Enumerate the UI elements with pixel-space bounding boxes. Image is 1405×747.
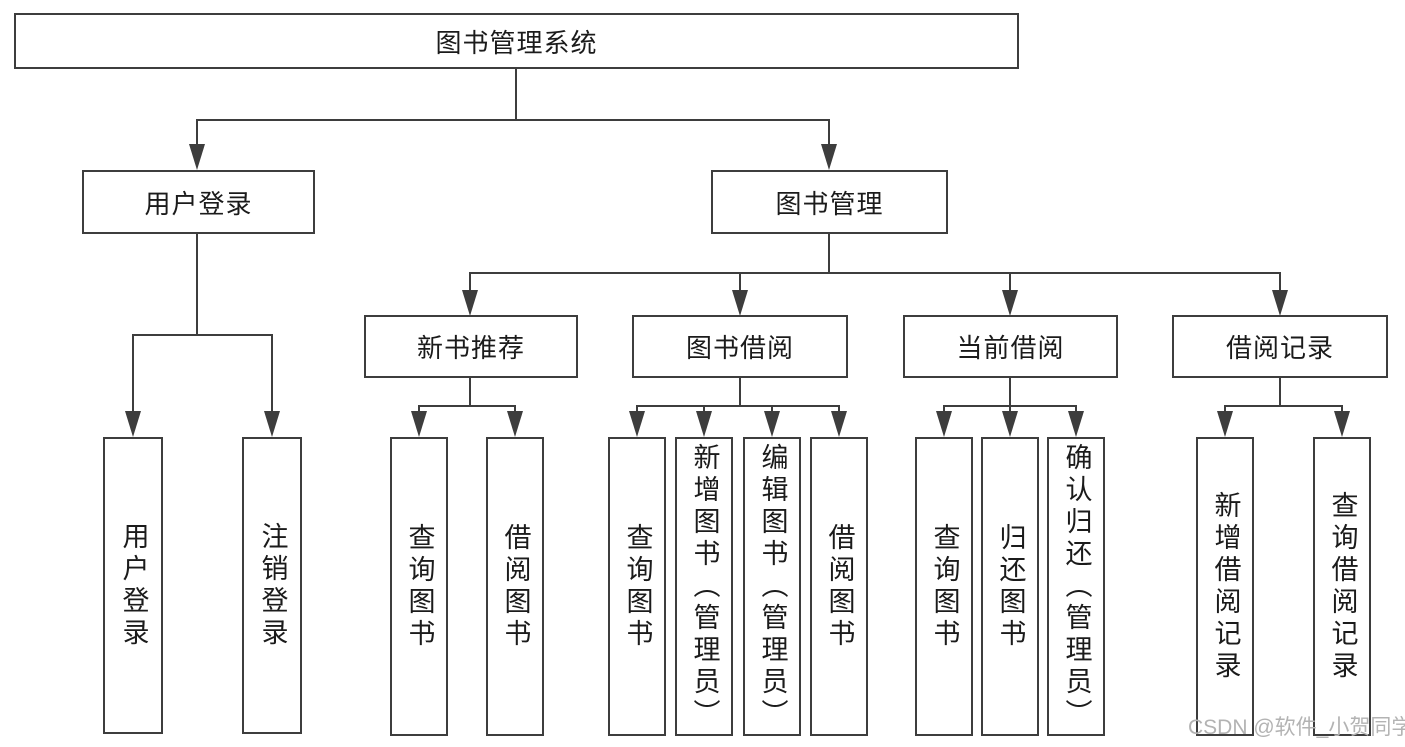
arrow-down (264, 411, 280, 437)
connector-drop (132, 334, 134, 414)
leaf-br-add-record: 新增借阅记录 (1196, 437, 1254, 736)
leaf-label: 查询图书 (622, 522, 653, 651)
leaf-label: 查询图书 (404, 522, 435, 651)
arrow-down (1002, 411, 1018, 437)
arrow-down (411, 411, 427, 437)
arrow-down (507, 411, 523, 437)
leaf-bb-edit-book-admin: 编辑图书（管理员） (743, 437, 801, 736)
leaf-label: 借阅图书 (500, 522, 531, 651)
node-label: 新书推荐 (416, 333, 525, 363)
node-new-book-recommend: 新书推荐 (364, 315, 578, 378)
connector-drop (771, 405, 773, 415)
node-label: 图书管理系统 (435, 27, 598, 58)
leaf-label: 借阅图书 (824, 522, 855, 651)
arrow-down (462, 290, 478, 316)
node-label: 借阅记录 (1225, 333, 1334, 363)
node-label: 图书借阅 (685, 333, 794, 363)
leaf-label: 新增借阅记录 (1210, 490, 1241, 683)
connector-book-mgmt-stem (828, 232, 830, 274)
csdn-watermark: CSDN @软件_小贺同学 (1188, 716, 1405, 739)
connector-drop (838, 405, 840, 415)
arrow-down (764, 411, 780, 437)
leaf-user-login: 用户登录 (103, 437, 163, 734)
leaf-label: 确认归还（管理员） (1061, 442, 1092, 731)
connector-root-stem (515, 67, 517, 121)
connector-bb-stem (739, 377, 741, 407)
connector-drop (1075, 405, 1077, 415)
leaf-bb-add-book-admin: 新增图书（管理员） (675, 437, 733, 736)
connector-drop (1341, 405, 1343, 415)
connector-br-rail (1224, 405, 1343, 407)
node-current-borrow: 当前借阅 (903, 315, 1118, 378)
connector-bb-rail (636, 405, 839, 407)
connector-book-mgmt-rail (469, 272, 1280, 274)
connector-nb-rail (418, 405, 516, 407)
connector-drop (739, 272, 741, 292)
connector-drop (418, 405, 420, 415)
leaf-label: 注销登录 (257, 521, 288, 650)
connector-root-rail (196, 119, 830, 121)
leaf-logout: 注销登录 (242, 437, 302, 734)
leaf-cb-confirm-return-admin: 确认归还（管理员） (1047, 437, 1105, 736)
node-root: 图书管理系统 (14, 13, 1019, 69)
node-label: 图书管理 (775, 188, 884, 219)
leaf-nb-search-book: 查询图书 (390, 437, 448, 736)
arrow-down (831, 411, 847, 437)
leaf-cb-search-book: 查询图书 (915, 437, 973, 736)
node-user-login: 用户登录 (82, 170, 315, 234)
connector-drop (1009, 272, 1011, 292)
arrow-down (1068, 411, 1084, 437)
connector-drop (469, 272, 471, 292)
arrow-down (696, 411, 712, 437)
arrow-down (1272, 290, 1288, 316)
leaf-label: 编辑图书（管理员） (757, 442, 788, 731)
connector-user-login-stem (196, 232, 198, 336)
node-borrow-records: 借阅记录 (1172, 315, 1388, 378)
connector-drop (828, 119, 830, 147)
node-book-borrow: 图书借阅 (632, 315, 848, 378)
connector-drop (1009, 405, 1011, 415)
connector-drop (943, 405, 945, 415)
arrow-down (1002, 290, 1018, 316)
connector-drop (514, 405, 516, 415)
node-label: 当前借阅 (956, 333, 1065, 363)
leaf-label: 新增图书（管理员） (689, 442, 720, 731)
leaf-bb-borrow-book: 借阅图书 (810, 437, 868, 736)
connector-user-login-rail (132, 334, 273, 336)
leaf-br-search-record: 查询借阅记录 (1313, 437, 1371, 736)
leaf-label: 用户登录 (118, 521, 149, 650)
arrow-down (629, 411, 645, 437)
leaf-nb-borrow-book: 借阅图书 (486, 437, 544, 736)
arrow-down (1217, 411, 1233, 437)
arrow-down (189, 144, 205, 170)
connector-drop (271, 334, 273, 414)
arrow-down (125, 411, 141, 437)
arrow-down (732, 290, 748, 316)
leaf-label: 归还图书 (995, 522, 1026, 651)
leaf-label: 查询借阅记录 (1327, 490, 1358, 683)
connector-drop (1224, 405, 1226, 415)
node-label: 用户登录 (144, 188, 253, 219)
arrow-down (1334, 411, 1350, 437)
connector-drop (196, 119, 198, 147)
connector-nb-stem (469, 377, 471, 407)
node-book-management: 图书管理 (711, 170, 948, 234)
connector-drop (703, 405, 705, 415)
connector-drop (636, 405, 638, 415)
leaf-cb-return-book: 归还图书 (981, 437, 1039, 736)
connector-br-stem (1279, 377, 1281, 407)
connector-cb-stem (1009, 377, 1011, 407)
leaf-label: 查询图书 (929, 522, 960, 651)
arrow-down (821, 144, 837, 170)
leaf-bb-search-book: 查询图书 (608, 437, 666, 736)
arrow-down (936, 411, 952, 437)
connector-drop (1279, 272, 1281, 292)
